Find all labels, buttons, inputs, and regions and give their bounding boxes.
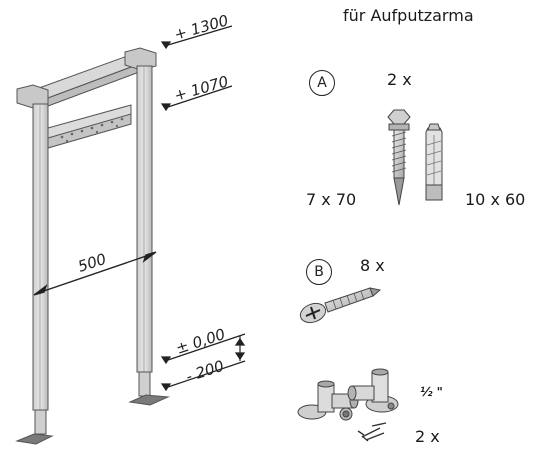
- right-foot-leg: [138, 371, 151, 397]
- wall-elbow-fitting-icon: [297, 368, 399, 421]
- dim-top-label: + 1300: [172, 11, 230, 44]
- dim-below-label: - 200: [184, 357, 226, 386]
- fitting-quantity: 2 x: [415, 427, 440, 446]
- mounting-plate-holes: [60, 117, 124, 143]
- left-foot-plate: [15, 433, 54, 445]
- right-top-cap: [124, 47, 157, 71]
- installation-frame: [15, 47, 170, 445]
- right-post: [136, 65, 153, 373]
- height-markers: [160, 25, 246, 392]
- fitting-size: ½ ": [420, 385, 443, 399]
- width-dimension-line: [33, 251, 157, 296]
- fitting-screws-icon: [357, 422, 387, 442]
- part-b-quantity: 8 x: [360, 256, 385, 275]
- part-a-dowel-size: 10 x 60: [465, 190, 526, 209]
- part-a-quantity: 2 x: [387, 70, 412, 89]
- self-drilling-screw-icon: [299, 287, 382, 324]
- page-title: für Aufputzarma: [343, 6, 474, 25]
- part-a-circle: A: [309, 70, 335, 96]
- wall-dowel-icon: [425, 123, 443, 201]
- hex-screw-icon: [387, 109, 411, 206]
- dim-zero-label: ± 0,00: [174, 325, 228, 358]
- left-foot-leg: [34, 409, 47, 435]
- part-b-circle: B: [306, 259, 332, 285]
- right-foot-plate: [128, 394, 170, 406]
- left-post: [32, 103, 49, 411]
- dim-width-label: 500: [76, 250, 109, 276]
- dim-mid-label: + 1070: [172, 72, 230, 105]
- part-a-screw-size: 7 x 70: [306, 190, 357, 209]
